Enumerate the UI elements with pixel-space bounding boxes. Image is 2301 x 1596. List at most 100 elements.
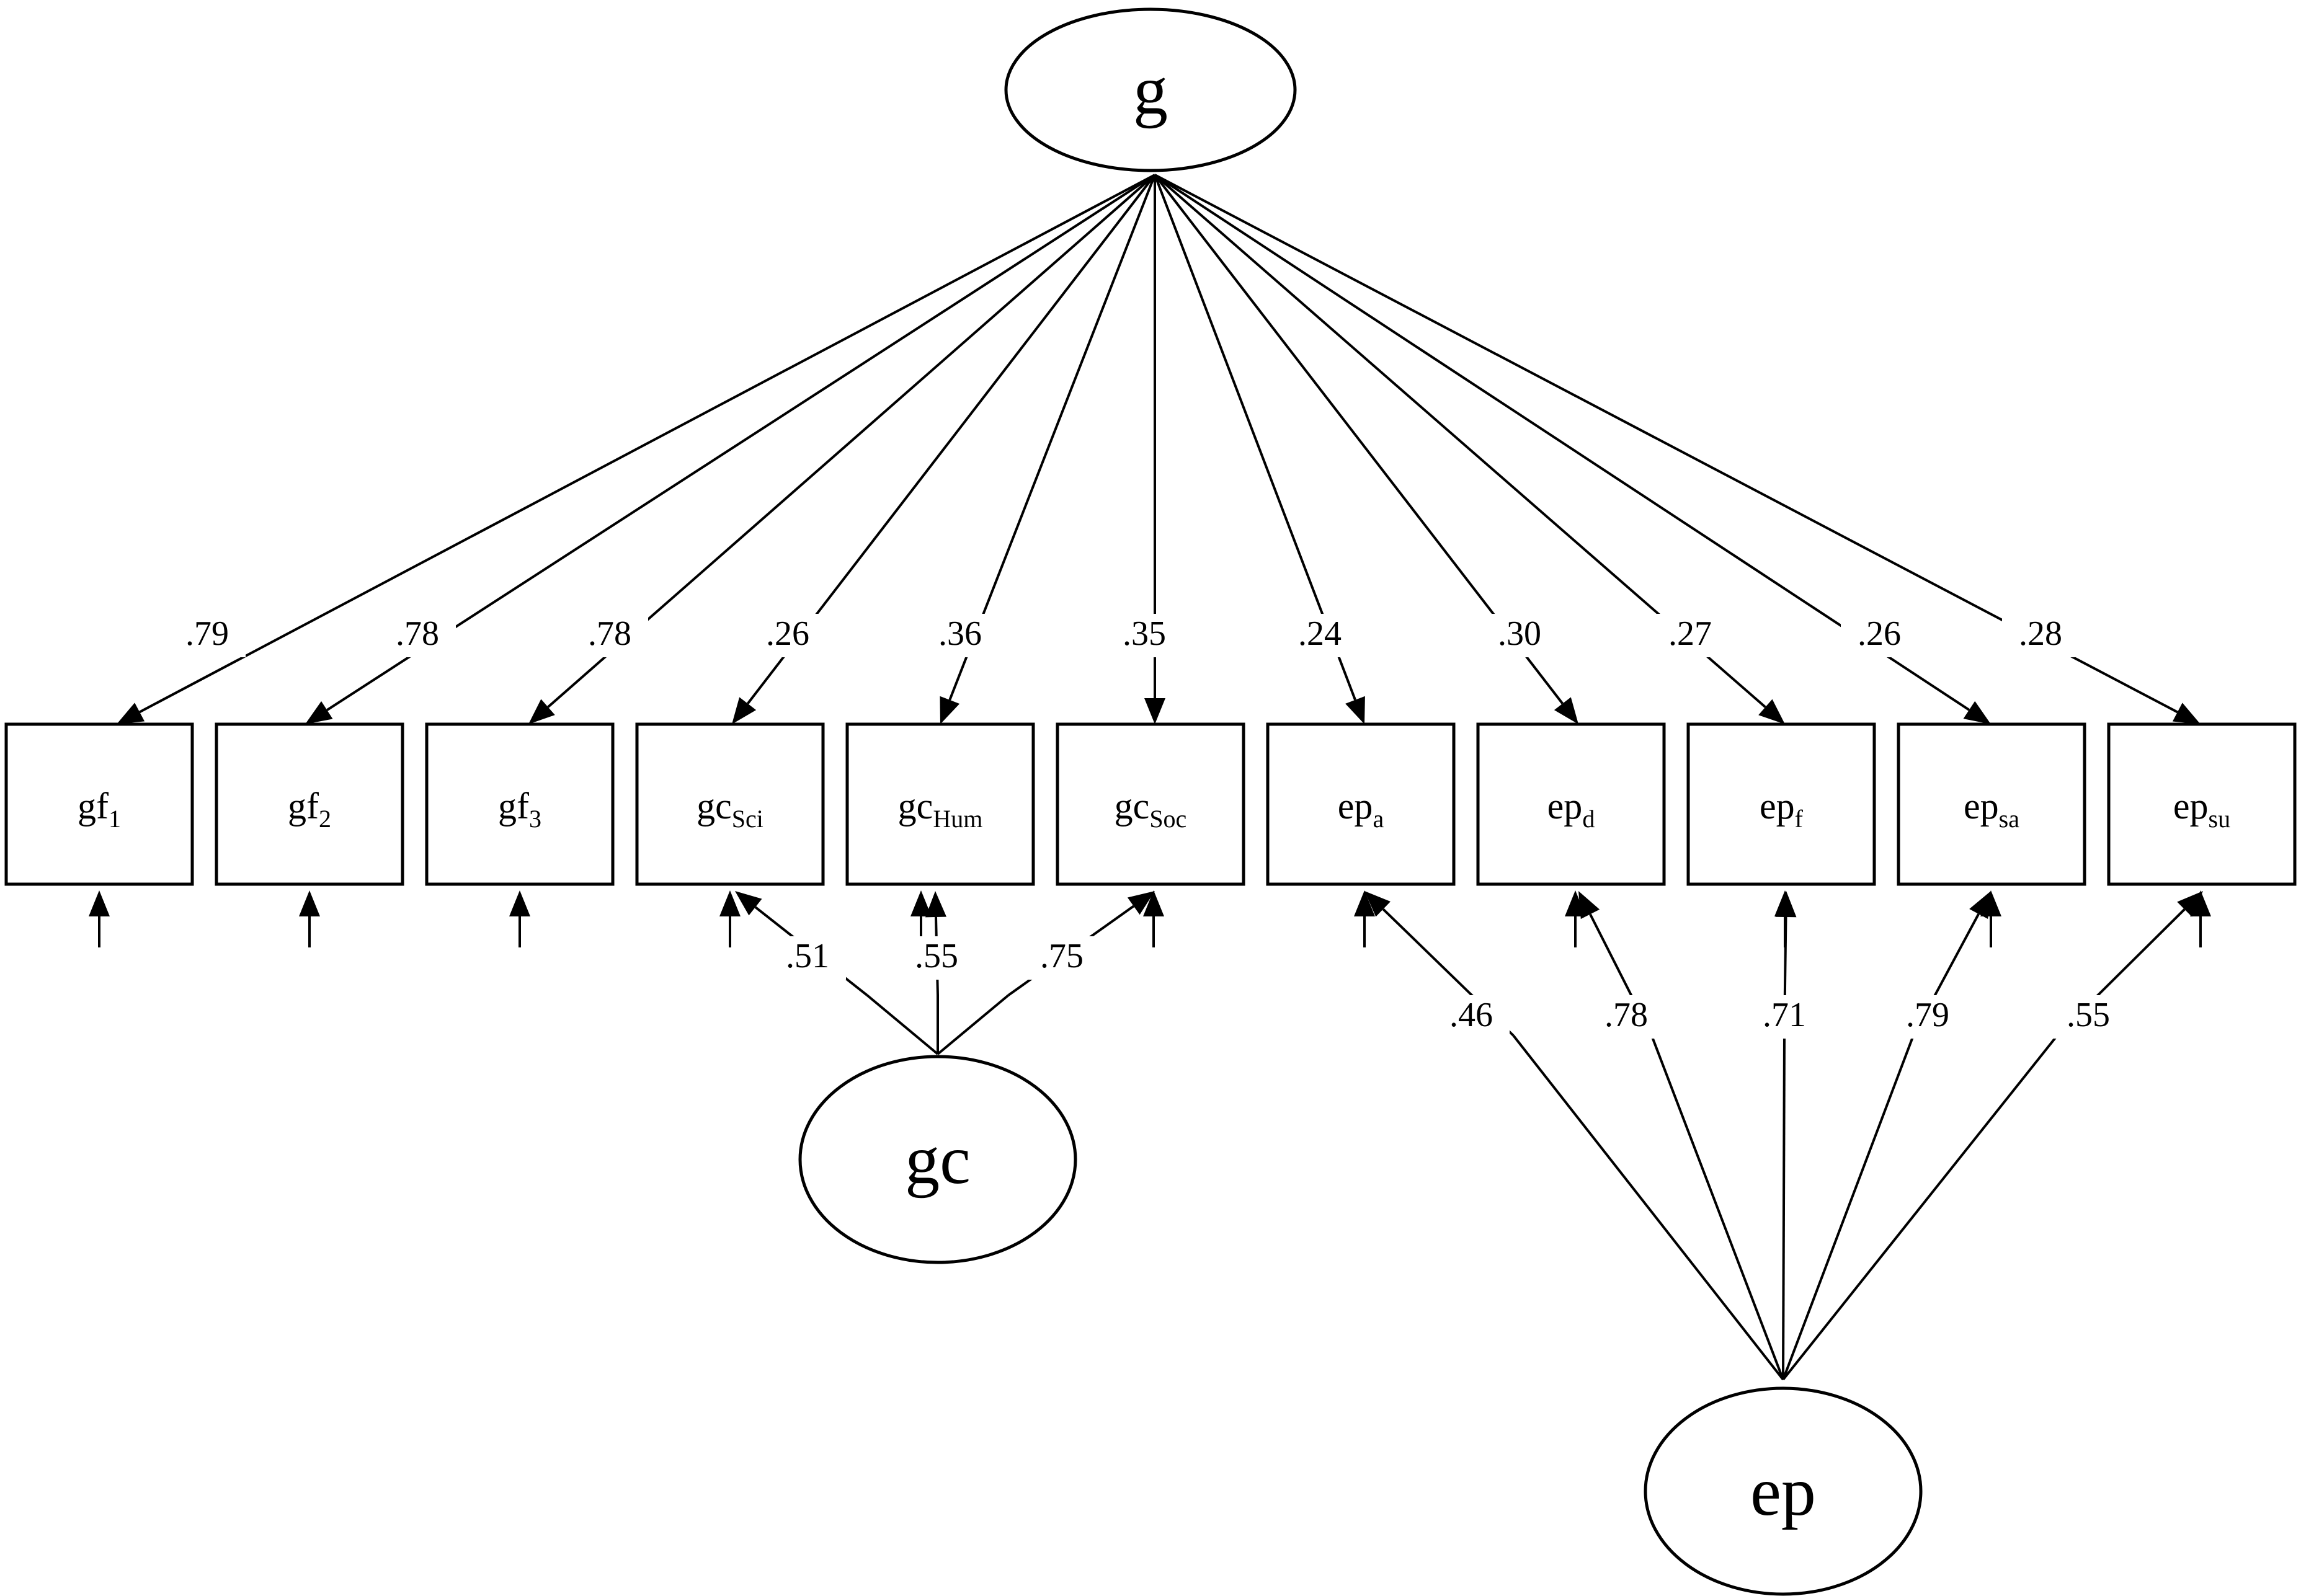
ep-loading-path-5-stem xyxy=(1782,1034,2058,1381)
g-loading-path-1-arrowhead xyxy=(117,703,145,724)
indicator-gf2-subscript: 2 xyxy=(319,805,331,833)
indicator-gcSci: gcSci xyxy=(635,722,825,886)
g-loading-7-text: .24 xyxy=(1298,614,1342,653)
ep-loading-4-bg xyxy=(1889,995,1966,1039)
ep-loading-5-text: .55 xyxy=(2067,996,2110,1034)
indicator-gf2: gf2 xyxy=(215,722,404,886)
indicator-epd-label: epd xyxy=(1547,786,1595,833)
latent-g: g xyxy=(1004,7,1297,172)
g-loading-4-bg xyxy=(749,614,826,657)
gc-loading-2: .55 xyxy=(898,936,975,980)
latent-gc-ellipse xyxy=(798,1055,1077,1264)
g-loading-11: .28 xyxy=(2002,614,2079,657)
g-loading-path-2-line xyxy=(326,174,1156,711)
ep-loading-1-bg xyxy=(1433,995,1510,1039)
indicator-gcSci-box xyxy=(635,722,825,886)
g-loading-path-10-arrowhead xyxy=(1963,701,1991,724)
error-arrow-6-arrowhead xyxy=(1143,890,1164,916)
g-loading-path-2-arrowhead xyxy=(305,701,333,724)
ep-loading-2: .78 xyxy=(1588,995,1665,1039)
g-loading-11-bg xyxy=(2002,614,2079,657)
error-arrow-2-arrowhead xyxy=(299,890,320,916)
indicator-epsa-label: epsa xyxy=(1964,786,2019,833)
indicator-gcHum-base: gc xyxy=(898,786,933,827)
indicator-gcSoc-box xyxy=(1056,722,1245,886)
ep-loading-path-2-stem xyxy=(1650,1035,1784,1380)
indicator-gcSoc: gcSoc xyxy=(1056,722,1245,886)
g-loading-path-6-arrowhead xyxy=(1144,698,1165,724)
error-arrow-7-arrowhead xyxy=(1354,890,1375,916)
ep-loading-path-4-stem xyxy=(1782,1035,1915,1380)
indicator-epa: epa xyxy=(1266,722,1456,886)
indicator-gcSoc-base: gc xyxy=(1115,786,1150,827)
indicator-gf1: gf1 xyxy=(4,722,194,886)
error-arrow-8-arrowhead xyxy=(1565,890,1586,916)
error-arrow-1 xyxy=(89,890,110,947)
indicator-epd-subscript: d xyxy=(1582,805,1595,833)
gc-loading-1-text: .51 xyxy=(786,937,829,975)
error-arrow-9 xyxy=(1774,890,1796,947)
g-loading-1-text: .79 xyxy=(185,614,229,653)
indicator-gcHum: gcHum xyxy=(845,722,1035,886)
indicator-epsu-box xyxy=(2107,722,2297,886)
indicator-gcHum-box xyxy=(845,722,1035,886)
g-loading-10-text: .26 xyxy=(1858,614,1901,653)
g-loading-8: .30 xyxy=(1481,614,1558,657)
indicator-gf1-box xyxy=(4,722,194,886)
g-loading-path-10-line xyxy=(1154,174,1970,711)
gc-loading-path-3-arrowhead xyxy=(1127,891,1155,915)
error-arrow-3 xyxy=(509,890,530,947)
g-loading-11-text: .28 xyxy=(2019,614,2062,653)
g-loading-path-2 xyxy=(305,174,1156,724)
g-loading-3: .78 xyxy=(571,614,648,657)
g-loading-2-text: .78 xyxy=(396,614,439,653)
g-loading-path-1-line xyxy=(139,174,1155,714)
g-loading-4-text: .26 xyxy=(766,614,809,653)
error-arrow-7 xyxy=(1354,890,1375,947)
error-arrow-11 xyxy=(2190,890,2211,947)
indicator-epd-base: ep xyxy=(1547,786,1583,827)
error-arrow-10 xyxy=(1980,890,2001,947)
indicator-gcHum-label: gcHum xyxy=(898,786,983,833)
error-arrow-10-arrowhead xyxy=(1980,890,2001,916)
g-loading-10: .26 xyxy=(1841,614,1918,657)
indicator-epf-box xyxy=(1686,722,1876,886)
indicator-gf3-subscript: 3 xyxy=(529,805,541,833)
indicator-epsu: epsu xyxy=(2107,722,2297,886)
g-loading-8-bg xyxy=(1481,614,1558,657)
indicator-gcHum-subscript: Hum xyxy=(933,805,982,833)
indicator-epsu-subscript: su xyxy=(2209,805,2231,833)
g-loading-path-6 xyxy=(1144,175,1165,724)
indicator-gf1-subscript: 1 xyxy=(109,805,121,833)
g-loading-path-5-line xyxy=(948,174,1156,701)
indicator-gcSoc-label: gcSoc xyxy=(1115,786,1187,833)
ep-loading-3-text: .71 xyxy=(1763,996,1806,1034)
indicator-gf3: gf3 xyxy=(425,722,615,886)
error-arrow-8 xyxy=(1565,890,1586,947)
g-loading-path-8-arrowhead xyxy=(1554,697,1578,724)
gc-loading-2-bg xyxy=(898,936,975,980)
error-arrow-9-arrowhead xyxy=(1774,890,1796,916)
indicator-epa-label: epa xyxy=(1338,786,1384,833)
latent-ep-ellipse xyxy=(1644,1386,1923,1596)
indicator-gcSoc-subscript: Soc xyxy=(1149,805,1186,833)
g-loading-path-7-line xyxy=(1154,174,1356,701)
error-arrow-5-arrowhead xyxy=(910,890,932,916)
error-arrow-4-arrowhead xyxy=(719,890,741,916)
latent-gc: gc xyxy=(798,1055,1077,1264)
latent-ep-label: ep xyxy=(1750,1453,1816,1530)
error-arrow-3-arrowhead xyxy=(509,890,530,916)
indicator-epf-base: ep xyxy=(1760,786,1795,827)
error-arrow-2 xyxy=(299,890,320,947)
g-loading-5-text: .36 xyxy=(938,614,982,653)
indicator-gf1-label: gf1 xyxy=(78,786,121,833)
ep-loading-4-text: .79 xyxy=(1906,996,1949,1034)
g-loading-6: .35 xyxy=(1106,614,1183,657)
indicator-gcSci-base: gc xyxy=(697,786,732,827)
g-loading-4: .26 xyxy=(749,614,826,657)
indicator-epsa-box xyxy=(1897,722,2086,886)
gc-loading-1: .51 xyxy=(769,936,846,980)
g-loading-path-9-arrowhead xyxy=(1758,699,1785,724)
g-loading-3-text: .78 xyxy=(588,614,631,653)
